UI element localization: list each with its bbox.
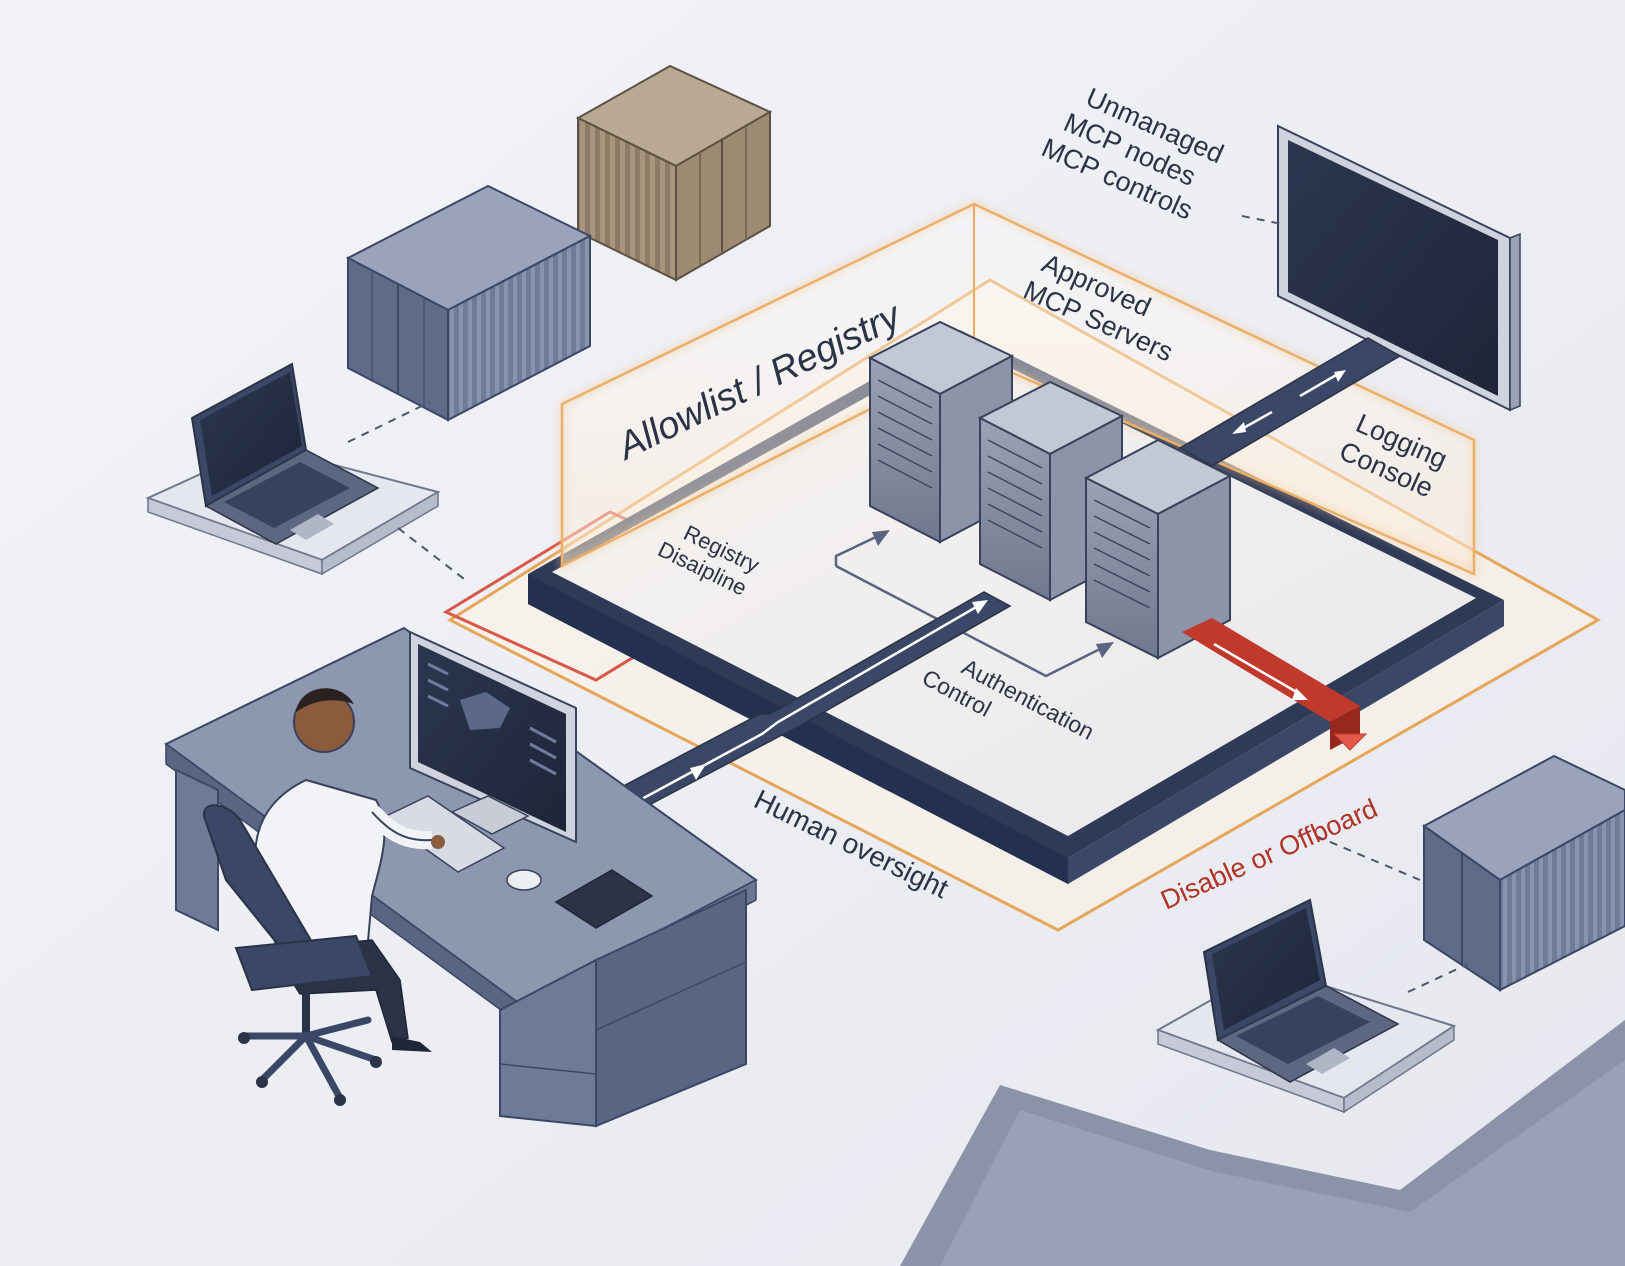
- keyboard-icon: [380, 795, 506, 873]
- shipping-container-icon: [345, 184, 593, 422]
- server-tower-icon: [1083, 438, 1233, 660]
- server-tower-icon: [867, 320, 1015, 544]
- office-chair-icon: [203, 804, 382, 1106]
- flow-arrow-head: [872, 530, 890, 546]
- shipping-container-icon: [1422, 754, 1625, 992]
- laptop-icon: [1155, 898, 1457, 1114]
- monitor-icon: [1277, 124, 1521, 412]
- dashed-connector: [1315, 835, 1469, 993]
- mouse-icon: [506, 869, 542, 891]
- dashed-connector: [347, 401, 469, 583]
- laptop-icon: [145, 362, 441, 576]
- human-oversight-link: [610, 591, 1012, 815]
- flow-arrow: [834, 534, 1103, 678]
- tablet-icon: [554, 869, 654, 929]
- floor-shadow-inner: [940, 1060, 1625, 1266]
- flow-arrow-head: [1096, 642, 1114, 658]
- allowlist-glass-wall: [558, 199, 1478, 581]
- mcp-platform: [528, 330, 1504, 884]
- disable-offboard-link: [1182, 618, 1368, 751]
- monitor-icon: [409, 630, 577, 844]
- dashed-connector: [1241, 215, 1283, 225]
- shipping-container-icon: [575, 64, 773, 282]
- logging-console-link: [1178, 337, 1402, 467]
